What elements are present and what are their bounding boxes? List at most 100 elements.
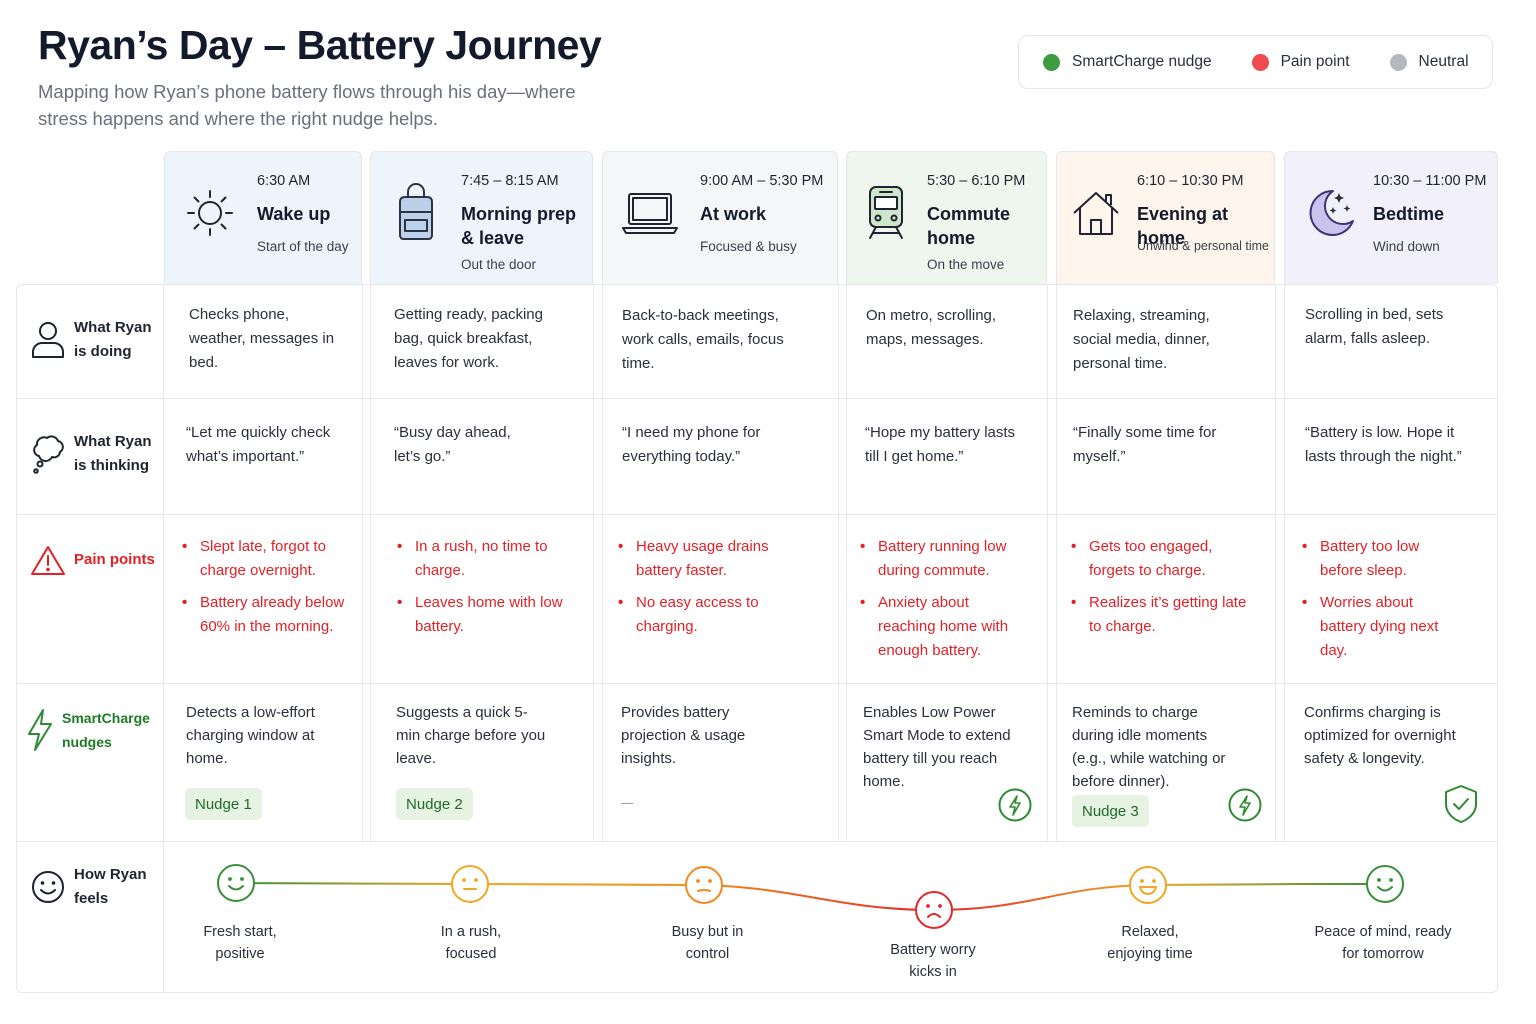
doing-cell: Scrolling in bed, sets alarm, falls asle…: [1305, 306, 1444, 347]
divider: [838, 284, 839, 842]
doing-cell: Checks phone, weather, messages in bed.: [189, 306, 335, 371]
divider: [16, 514, 1498, 515]
red-dot-icon: [1251, 53, 1269, 71]
lightning-circle-icon: [998, 788, 1032, 827]
nudge-cell: Enables Low Power Smart Mode to extend b…: [863, 704, 1011, 790]
stage-name: Evening at home: [1137, 204, 1229, 248]
legend-item-pain: Pain point: [1251, 53, 1350, 71]
stage-name: Commute home: [927, 204, 1011, 248]
pain-item: Leaves home with low battery.: [397, 591, 567, 639]
doing-cell: Relaxing, streaming, social media, dinne…: [1073, 307, 1210, 372]
stage-name: Bedtime: [1373, 204, 1445, 224]
train-icon: [859, 182, 913, 244]
row-label-text: What Ryan is thinking: [74, 433, 152, 474]
stage-desc: Out the door: [461, 257, 537, 272]
empty-dash: [621, 803, 633, 804]
stage-time: 6:10 – 10:30 PM: [1137, 173, 1244, 189]
doing-cell: Back-to-back meetings, work calls, email…: [622, 307, 784, 372]
divider: [16, 841, 1498, 842]
pain-item: Anxiety about reaching home with enough …: [860, 591, 1028, 663]
legend-label: SmartCharge nudge: [1072, 53, 1212, 70]
stage-desc: Unwind & personal time: [1137, 239, 1270, 253]
stage-commute: 5:30 – 6:10 PM Commute home On the move: [846, 151, 1047, 284]
legend-label: Pain point: [1280, 53, 1350, 70]
feeling-label: Battery worry kicks in: [890, 942, 976, 980]
curve-segment: [235, 882, 471, 885]
nudge-cell: Provides battery projection & usage insi…: [621, 704, 746, 767]
pain-item: Worries about battery dying next day.: [1302, 591, 1447, 663]
stage-time: 10:30 – 11:00 PM: [1373, 173, 1487, 189]
divider: [16, 683, 1498, 684]
grin-face-icon: [1128, 865, 1168, 910]
legend-item-neutral: Neutral: [1389, 53, 1469, 71]
thinking-cell: “I need my phone for everything today.”: [622, 424, 761, 465]
stage-name: Wake up: [257, 204, 331, 224]
shield-check-icon: [1443, 784, 1479, 829]
thinking-cell: “Finally some time for myself.”: [1073, 424, 1217, 465]
warning-icon: [28, 544, 68, 576]
pain-item: In a rush, no time to charge.: [397, 535, 567, 583]
divider: [16, 398, 1498, 399]
sun-icon: [183, 182, 237, 244]
feeling-label: Fresh start, positive: [203, 924, 277, 962]
nudge-cell: Detects a low-effort charging window at …: [186, 704, 315, 767]
happy-face-icon: [216, 863, 256, 908]
feeling-label: Peace of mind, ready for tomorrow: [1314, 924, 1452, 962]
pain-item: No easy access to charging.: [618, 591, 798, 639]
pain-cell: In a rush, no time to charge. Leaves home…: [397, 535, 567, 647]
page-title: Ryan’s Day – Battery Journey: [38, 22, 602, 68]
row-label-feels: How Ryan feels: [16, 862, 163, 912]
feeling-label: Busy but in control: [671, 924, 744, 962]
row-label-doing: What Ryan is doing: [16, 300, 163, 380]
pain-item: Battery too low before sleep.: [1302, 535, 1447, 583]
curve-segment: [703, 884, 935, 911]
stage-bedtime: 10:30 – 11:00 PM Bedtime Wind down: [1284, 151, 1498, 284]
row-label-text: SmartCharge nudges: [62, 710, 150, 750]
stage-desc: Wind down: [1373, 239, 1440, 254]
curve-segment: [1147, 883, 1386, 886]
journey-grid: [16, 284, 1498, 993]
nudge-cell: Suggests a quick 5-min charge before you…: [396, 704, 546, 767]
thinking-cell: “Busy day ahead, let’s go.”: [394, 424, 511, 465]
row-label-pain: Pain points: [16, 530, 163, 590]
curve-segment: [469, 883, 705, 886]
nudge-cell: Confirms charging is optimized for overn…: [1304, 704, 1456, 767]
stage-desc: Start of the day: [257, 239, 349, 254]
stage-morning-prep: 7:45 – 8:15 AM Morning prep & leave Out …: [370, 151, 593, 284]
house-icon: [1069, 182, 1123, 244]
stage-time: 9:00 AM – 5:30 PM: [700, 173, 824, 189]
lightning-circle-icon: [1228, 788, 1262, 827]
doing-cell: On metro, scrolling, maps, messages.: [866, 307, 997, 348]
legend-label: Neutral: [1418, 53, 1469, 70]
doing-cell: Getting ready, packing bag, quick breakf…: [394, 306, 543, 371]
divider: [370, 284, 371, 842]
divider: [1284, 284, 1285, 842]
row-label-text: Pain points: [74, 551, 155, 568]
stage-evening: 6:10 – 10:30 PM Evening at home Unwind &…: [1056, 151, 1275, 284]
smiley-icon: [28, 869, 68, 905]
pain-item: Slept late, forgot to charge overnight.: [182, 535, 357, 583]
legend: SmartCharge nudge Pain point Neutral: [1018, 35, 1493, 89]
nudge-badge: Nudge 2: [396, 788, 473, 820]
pain-item: Battery already below 60% in the morning…: [182, 591, 357, 639]
pain-cell: Slept late, forgot to charge overnight. B…: [182, 535, 357, 647]
lightning-icon: [22, 708, 58, 752]
nudge-badge: Nudge 3: [1072, 795, 1149, 827]
row-label-nudges: SmartCharge nudges: [16, 700, 163, 760]
divider: [1047, 284, 1048, 842]
thinking-cell: “Let me quickly check what’s important.”: [186, 424, 331, 465]
legend-item-nudge: SmartCharge nudge: [1043, 53, 1212, 71]
nudge-badge: Nudge 1: [185, 788, 262, 820]
stage-desc: On the move: [927, 257, 1005, 272]
feeling-label: Relaxed, enjoying time: [1107, 924, 1193, 962]
stage-time: 5:30 – 6:10 PM: [927, 173, 1026, 189]
divider: [163, 284, 164, 993]
curve-segment: [933, 884, 1149, 911]
stage-time: 6:30 AM: [257, 173, 311, 189]
pain-item: Realizes it’s getting late to charge.: [1071, 591, 1251, 639]
nudge-cell: Reminds to charge during idle moments (e…: [1072, 704, 1226, 790]
stage-name: At work: [700, 204, 767, 224]
stage-desc: Focused & busy: [700, 239, 797, 254]
row-label-text: How Ryan feels: [74, 866, 147, 907]
